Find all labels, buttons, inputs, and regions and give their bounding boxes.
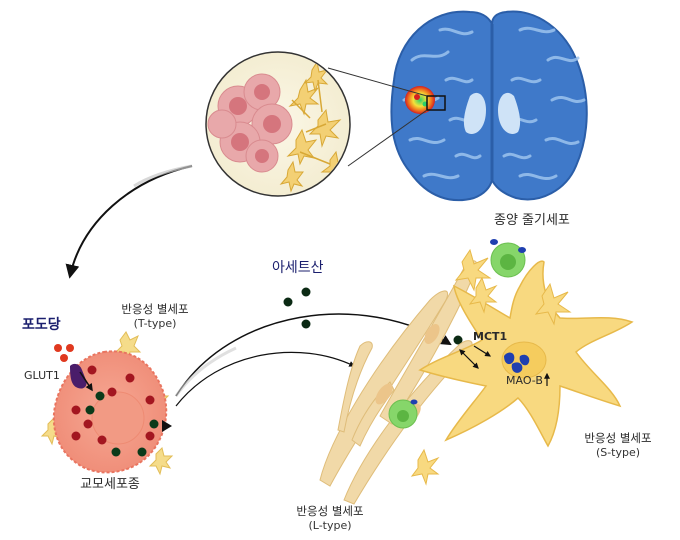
tumor-to-l-type-arrow: [175, 351, 356, 407]
mct1-transport-arrows: [459, 345, 492, 369]
l-type-astrocyte-subtitle: (L-type): [308, 519, 352, 532]
tumor-zoom-circle: [205, 51, 351, 197]
tumor-stem-cell-bottom: [388, 399, 418, 429]
maob-enzyme: [504, 352, 530, 373]
brain-illustration: [390, 10, 588, 202]
maob-label: MAO-B: [506, 374, 543, 387]
glucose-molecules: [54, 344, 74, 362]
s-type-astrocyte-subtitle: (S-type): [595, 446, 641, 459]
s-type-astrocyte-title: 반응성 별세포: [584, 431, 652, 445]
l-type-astrocytes: [319, 260, 478, 505]
t-type-astrocyte-title: 반응성 별세포: [121, 302, 189, 316]
acetate-label: 아세트산: [272, 260, 324, 276]
glioblastoma-cell: [40, 331, 174, 476]
glut1-transporter: [70, 363, 93, 392]
tumor-stem-cell-label: 종양 줄기세포: [494, 213, 570, 228]
s-type-astrocyte: [418, 260, 634, 448]
glioblastoma-label: 교모세포종: [80, 477, 140, 492]
l-type-astrocyte-title: 반응성 별세포: [296, 504, 364, 518]
tumor-stem-cell-top: [490, 239, 526, 278]
zoom-to-tumor-arrow: [65, 165, 193, 279]
zoom-line-top: [327, 67, 428, 97]
small-astrocytes: [410, 248, 572, 486]
glucose-label: 포도당: [22, 317, 61, 333]
glut1-label: GLUT1: [24, 369, 60, 382]
t-type-astrocyte-subtitle: (T-type): [133, 317, 177, 330]
zoom-line-bottom: [347, 109, 428, 167]
mct1-label: MCT1: [473, 330, 508, 343]
